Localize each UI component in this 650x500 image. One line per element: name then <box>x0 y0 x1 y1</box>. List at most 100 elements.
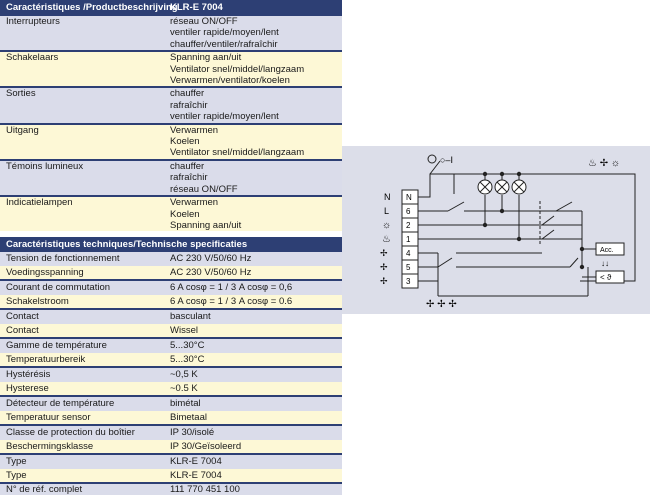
tech-label: Hysterese <box>6 382 49 394</box>
tech-row: Gamme de température 5...30°C <box>0 337 342 353</box>
tech-label: Contact <box>6 324 39 336</box>
tech-label: Voedingsspanning <box>6 266 84 278</box>
desc-value-line: Spanning aan/uit <box>170 52 242 64</box>
thermostat-label: < ϑ <box>600 273 612 282</box>
desc-value-line: Verwarmen/ventilator/koelen <box>170 75 290 87</box>
desc-value-line: Koelen <box>170 136 200 148</box>
tech-row: Voedingsspanning AC 230 V/50/60 Hz <box>0 265 342 280</box>
tech-value: IP 30/isolé <box>170 427 215 439</box>
tech-table: Tension de fonctionnement AC 230 V/50/60 … <box>0 252 342 496</box>
tech-label: Temperatuurbereik <box>6 353 86 365</box>
tech-row: Détecteur de température bimétal <box>0 395 342 411</box>
desc-value-line: réseau ON/OFF <box>170 183 238 195</box>
tech-value: IP 30/Geïsoleerd <box>170 440 242 452</box>
wiring-svg: ○–I N L ☼ ♨ ✢ ✢ ✢ N 6 2 1 4 5 3 Acc. < ϑ… <box>380 154 636 310</box>
tech-value: 5...30°C <box>170 353 205 365</box>
tech-value: 5...30°C <box>170 340 205 352</box>
desc-value-line: chauffer <box>170 160 205 172</box>
desc-label: Indicatielampen <box>6 197 73 209</box>
cool-icon: ☼ <box>382 220 391 231</box>
tech-value: Bimetaal <box>170 411 207 423</box>
tech-label: Détecteur de température <box>6 398 115 410</box>
product-code: KLR-E 7004 <box>170 2 223 13</box>
tech-label: Tension de fonctionnement <box>6 253 120 265</box>
tech-value: AC 230 V/50/60 Hz <box>170 266 252 278</box>
tech-row: Temperatuurbereik 5...30°C <box>0 352 342 367</box>
tech-row: Hystérésis~0,5 K <box>0 366 342 382</box>
desc-value-line: Koelen <box>170 208 200 220</box>
tech-label: Gamme de température <box>6 340 107 352</box>
tech-value: basculant <box>170 311 211 323</box>
tech-label: Courant de commutation <box>6 282 111 294</box>
relay-label: Acc. <box>600 247 614 254</box>
tech-label: Contact <box>6 311 39 323</box>
fan-icon: ✢ <box>380 276 388 286</box>
wiring-diagram: ○–I N L ☼ ♨ ✢ ✢ ✢ N 6 2 1 4 5 3 Acc. < ϑ… <box>342 146 650 314</box>
desc-label: Schakelaars <box>6 52 59 64</box>
desc-value-line: ventiler rapide/moyen/lent <box>170 111 279 123</box>
tech-row: Beschermingsklasse IP 30/Geïsoleerd <box>0 439 342 454</box>
tech-row: Hysterese~0.5 K <box>0 381 342 396</box>
desc-label: Sorties <box>6 88 36 100</box>
tech-row: Type KLR-E 7004 <box>0 468 342 483</box>
desc-label: Interrupteurs <box>6 16 60 27</box>
tech-label: Temperatuur sensor <box>6 411 91 423</box>
tech-header: Caractéristiques techniques/Technische s… <box>0 237 342 253</box>
tech-value: KLR-E 7004 <box>170 469 222 481</box>
tech-value: 6 A cosφ = 1 / 3 A cosφ = 0.6 <box>170 295 293 307</box>
terminal-name-n: N <box>384 192 391 202</box>
power-switch-symbol <box>427 154 437 164</box>
terminal-number: 3 <box>406 277 411 286</box>
desc-label: Témoins lumineux <box>6 160 84 172</box>
tech-value: bimétal <box>170 398 201 410</box>
tech-label: Hystérésis <box>6 369 51 381</box>
tech-label: N° de réf. complet <box>6 484 83 496</box>
heat-icon: ♨ <box>382 234 391 245</box>
desc-value-line: chauffer <box>170 88 205 100</box>
desc-value-line: Ventilator snel/middel/langzaam <box>170 147 305 159</box>
terminal-number: 2 <box>406 221 411 230</box>
desc-value-line: ventiler rapide/moyen/lent <box>170 27 279 39</box>
tech-label: Schakelstroom <box>6 295 69 307</box>
terminal-number: 1 <box>406 235 411 244</box>
desc-value-line: Verwarmen <box>170 197 219 209</box>
tech-label: Type <box>6 456 27 468</box>
tech-value: Wissel <box>170 324 198 336</box>
mode-icons: ♨ ✢ ☼ <box>588 158 620 169</box>
tech-label: Classe de protection du boîtier <box>6 427 135 439</box>
terminal-number: 5 <box>406 263 411 272</box>
tech-row: Tension de fonctionnement AC 230 V/50/60 … <box>0 252 342 266</box>
desc-value-line: réseau ON/OFF <box>170 16 238 27</box>
tech-value: AC 230 V/50/60 Hz <box>170 253 252 265</box>
tech-label: Beschermingsklasse <box>6 440 94 452</box>
desc-label: Uitgang <box>6 124 39 136</box>
description-header: Caractéristiques /Productbeschrijving KL… <box>0 0 342 16</box>
tech-row: Courant de commutation 6 A cosφ = 1 / 3 A… <box>0 279 342 295</box>
desc-value-line: Verwarmen <box>170 124 219 136</box>
desc-value-line: Spanning aan/uit <box>170 219 242 231</box>
description-title: Caractéristiques /Productbeschrijving <box>6 2 178 13</box>
tech-value: 6 A cosφ = 1 / 3 A cosφ = 0,6 <box>170 282 293 294</box>
spec-sheet: Caractéristiques /Productbeschrijving KL… <box>0 0 342 496</box>
tech-row: Contact Wissel <box>0 323 342 338</box>
section-gap <box>0 231 342 238</box>
desc-value-line: rafraîchir <box>170 172 208 184</box>
tech-row: Temperatuur sensor Bimetaal <box>0 410 342 425</box>
tech-row: Schakelstroom 6 A cosφ = 1 / 3 A cosφ = 0… <box>0 294 342 309</box>
tech-row: Contact basculant <box>0 308 342 324</box>
desc-value-line: chauffer/ventiler/rafraîchir <box>170 38 278 50</box>
tech-label: Type <box>6 469 27 481</box>
tech-title: Caractéristiques techniques/Technische s… <box>6 239 248 251</box>
